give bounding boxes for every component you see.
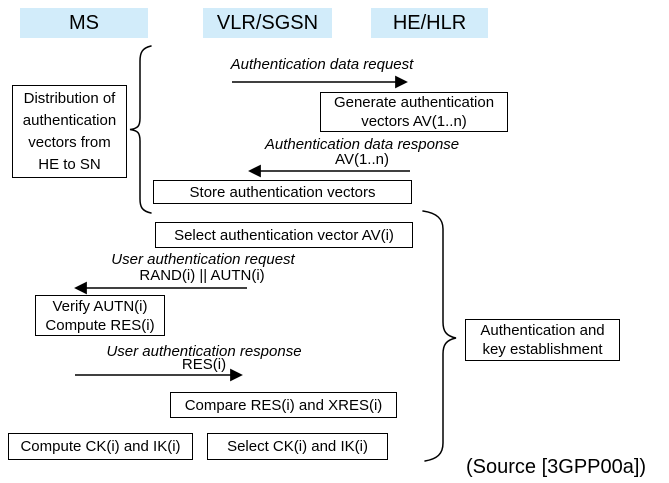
select-ck-ik-box: Select CK(i) and IK(i) [207,433,388,460]
box-line: Store authentication vectors [189,183,376,201]
box-line: vectors from [28,133,111,151]
generate-vectors-box: Generate authentication vectors AV(1..n) [320,92,508,132]
auth-data-response-label: Authentication data response [264,136,460,153]
user-auth-request-param: RAND(i) || AUTN(i) [139,267,265,284]
entity-label-vlr-sgsn: VLR/SGSN [216,11,319,34]
entity-header-he-hlr: HE/HLR [371,8,488,38]
user-auth-response-param: RES(i) [181,356,227,373]
select-vector-box: Select authentication vector AV(i) [155,222,413,248]
box-line: Authentication and [480,322,605,339]
box-line: Generate authentication [333,94,495,111]
source-citation: (Source [3GPP00a]) [466,456,647,478]
store-vectors-box: Store authentication vectors [153,180,412,204]
verify-autn-box: Verify AUTN(i) Compute RES(i) [35,295,165,336]
entity-label-he-hlr: HE/HLR [392,11,467,34]
entity-header-vlr-sgsn: VLR/SGSN [203,8,332,38]
auth-key-establishment-box: Authentication and key establishment [465,319,620,361]
box-line: key establishment [482,341,603,358]
user-auth-response-label: User authentication response [106,343,302,360]
distribution-annotation-box: Distribution of authentication vectors f… [12,85,127,178]
box-line: Compute CK(i) and IK(i) [20,438,181,455]
box-line: Distribution of [23,89,116,107]
box-line: Compare RES(i) and XRES(i) [184,396,383,414]
entity-label-ms: MS [69,11,99,34]
auth-data-response-param: AV(1..n) [335,151,389,168]
compute-ck-ik-box: Compute CK(i) and IK(i) [8,433,193,460]
box-line: Verify AUTN(i) [52,297,148,315]
left-brace [129,45,152,214]
user-auth-request-label: User authentication request [111,251,295,268]
box-line: Compute RES(i) [45,316,155,334]
box-line: Select authentication vector AV(i) [174,226,394,244]
compare-res-box: Compare RES(i) and XRES(i) [170,392,397,418]
auth-data-request-label: Authentication data request [230,56,414,73]
box-line: Select CK(i) and IK(i) [227,438,368,455]
box-line: HE to SN [38,155,101,173]
right-brace [422,210,457,462]
box-line: vectors AV(1..n) [361,113,467,130]
entity-header-ms: MS [20,8,148,38]
box-line: authentication [22,111,117,129]
